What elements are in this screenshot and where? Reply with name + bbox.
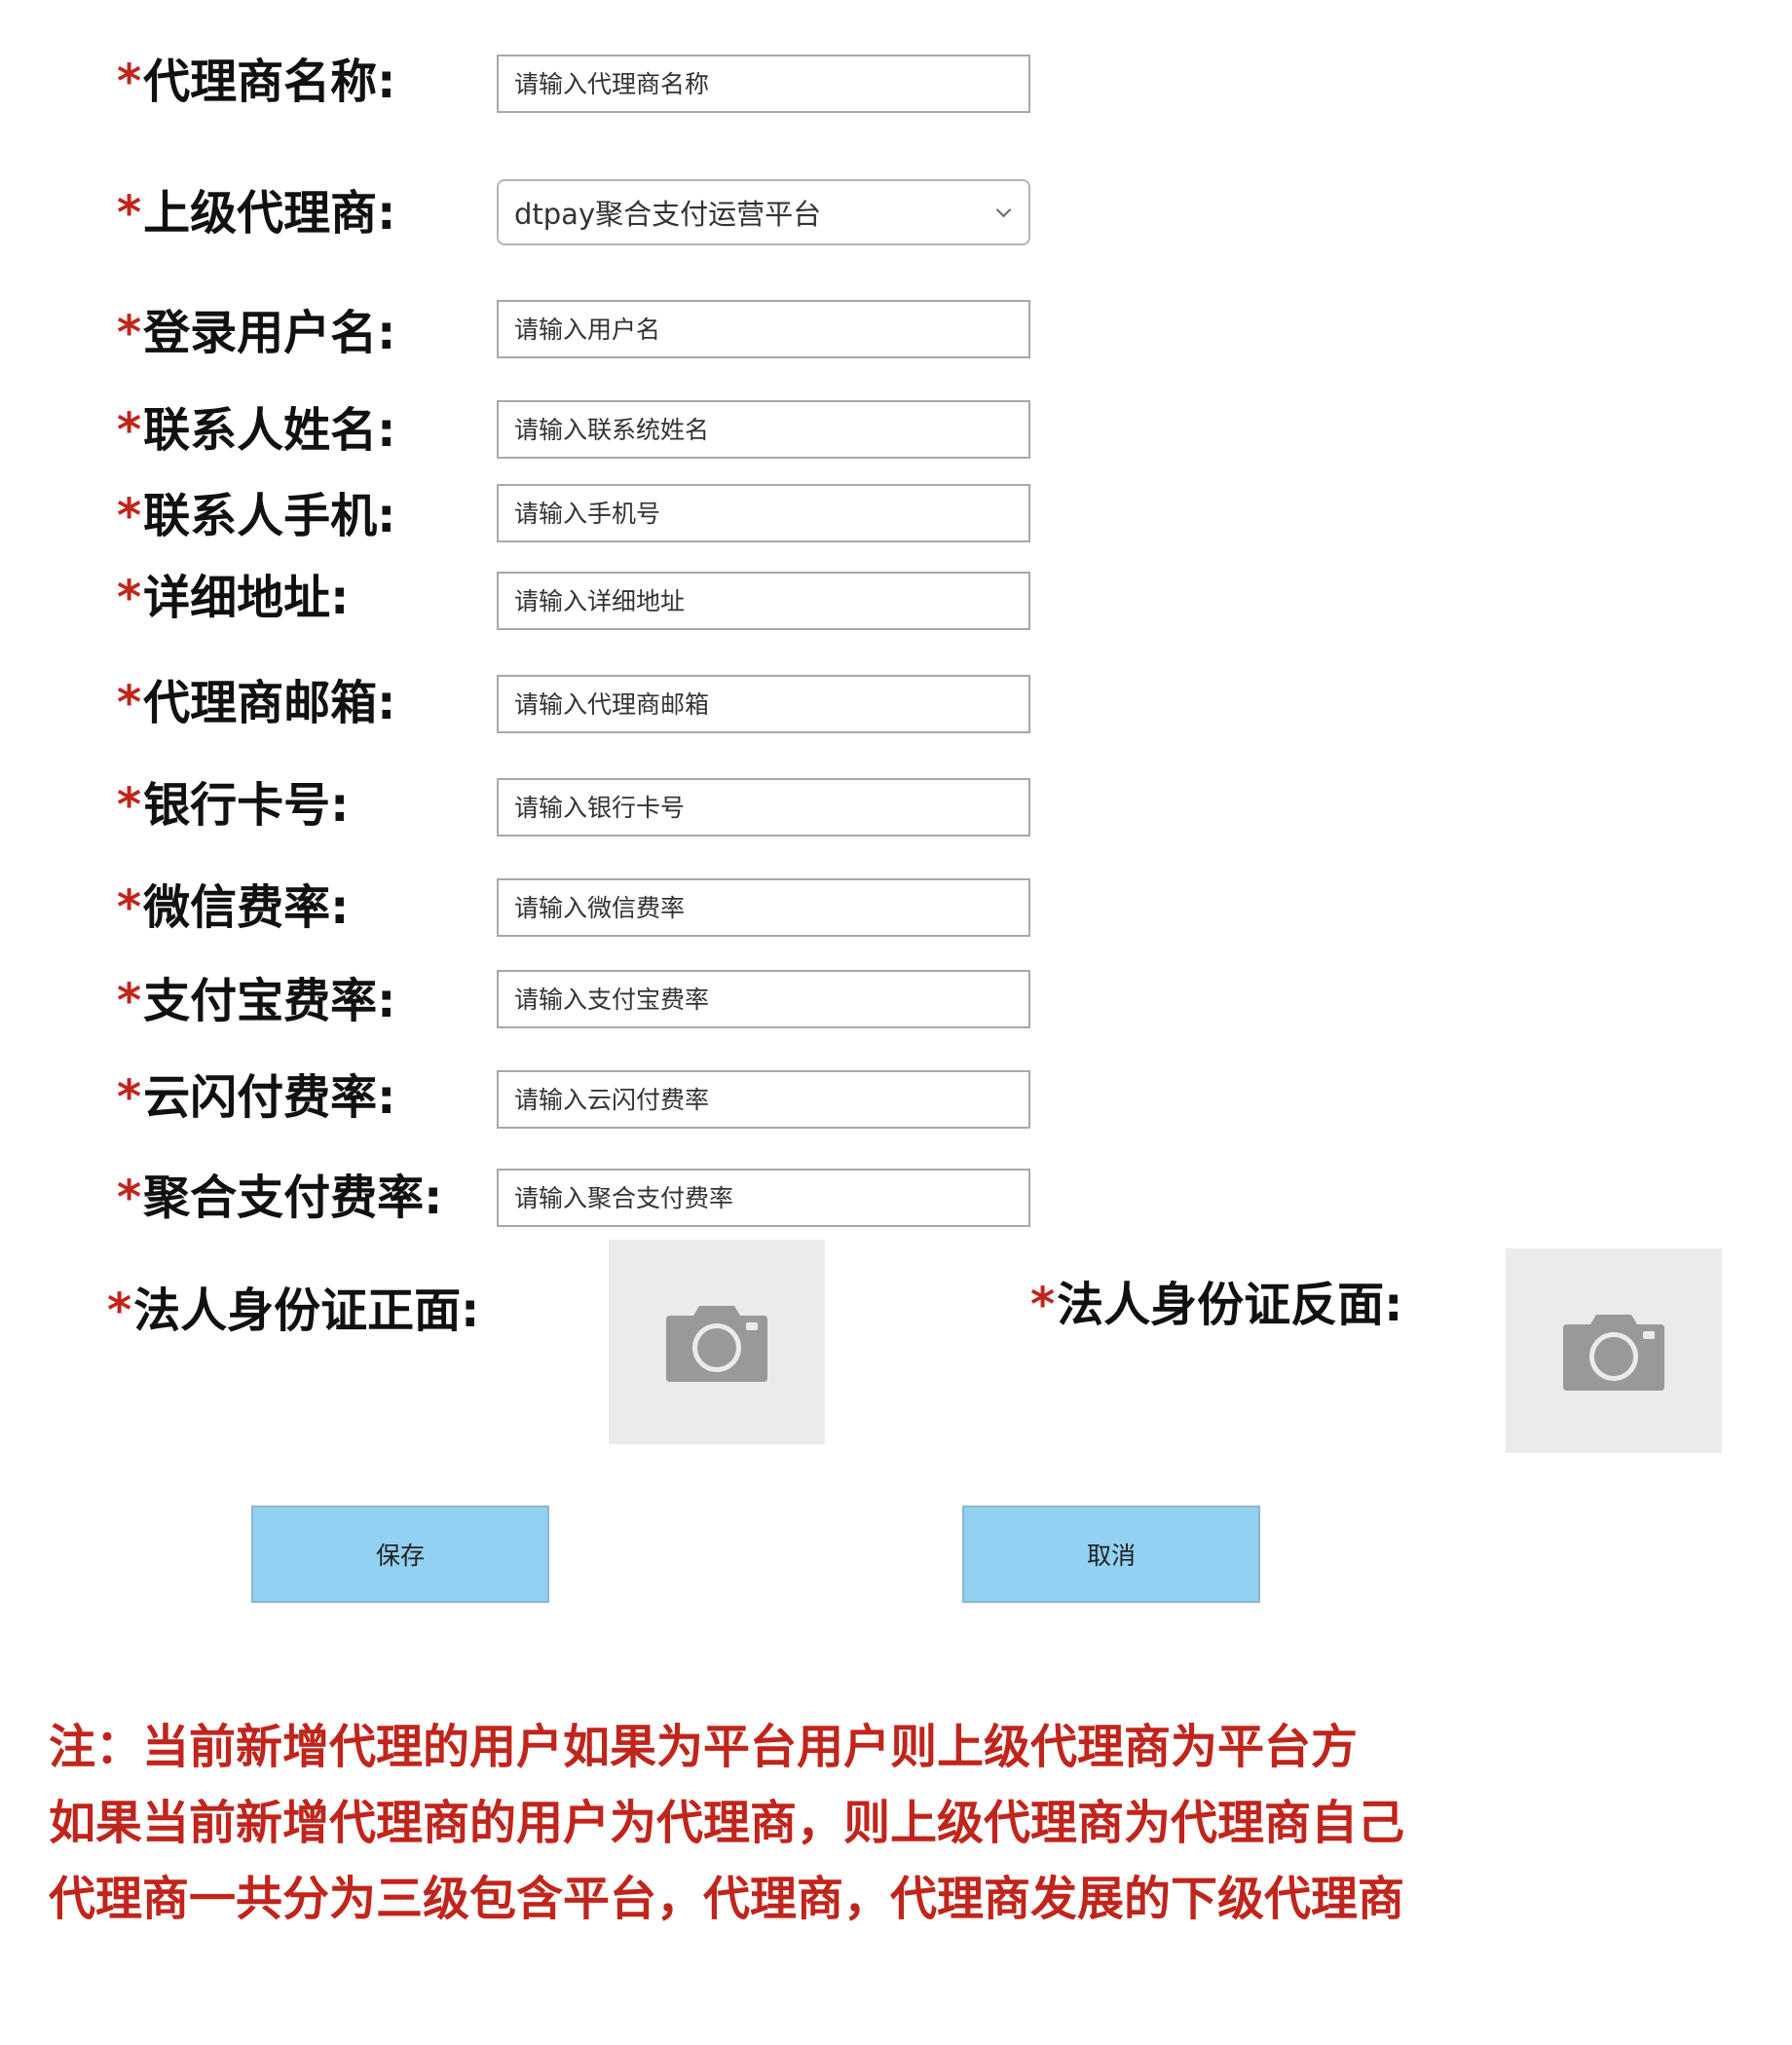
agent-name-label: *代理商名称: — [117, 58, 395, 105]
id-back-label: *法人身份证反面: — [1030, 1282, 1402, 1328]
login-username-label: *登录用户名: — [117, 310, 395, 356]
agent-name-input[interactable] — [497, 55, 1030, 113]
contact-phone-input[interactable] — [497, 484, 1030, 542]
parent-agent-label-text: 上级代理商: — [143, 186, 396, 241]
note-line-2: 如果当前新增代理商的用户为代理商，则上级代理商为代理商自己 — [49, 1796, 1405, 1850]
address-label-text: 详细地址: — [143, 571, 350, 625]
wechat-rate-label: *微信费率: — [117, 884, 349, 931]
bank-card-label-text: 银行卡号: — [143, 778, 350, 833]
note-line-1: 注：当前新增代理的用户如果为平台用户则上级代理商为平台方 — [49, 1720, 1359, 1774]
login-username-label-text: 登录用户名: — [143, 306, 396, 360]
required-mark: * — [117, 1070, 142, 1125]
required-mark: * — [117, 489, 142, 543]
id-front-upload[interactable] — [609, 1240, 825, 1444]
bank-card-input[interactable] — [497, 778, 1030, 837]
unionpay-rate-label: *云闪付费率: — [117, 1074, 395, 1121]
wechat-rate-input[interactable] — [497, 878, 1030, 937]
parent-agent-select-value: dtpay聚合支付运营平台 — [514, 198, 822, 231]
note-line-3: 代理商一共分为三级包含平台，代理商，代理商发展的下级代理商 — [49, 1872, 1405, 1926]
id-back-label-text: 法人身份证反面: — [1057, 1278, 1403, 1332]
unionpay-rate-input[interactable] — [497, 1070, 1030, 1129]
alipay-rate-label: *支付宝费率: — [117, 978, 395, 1024]
required-mark: * — [117, 306, 142, 360]
required-mark: * — [117, 880, 142, 935]
login-username-input[interactable] — [497, 300, 1030, 358]
unionpay-rate-label-text: 云闪付费率: — [143, 1070, 396, 1125]
agent-name-label-text: 代理商名称: — [143, 55, 396, 109]
required-mark: * — [1030, 1278, 1056, 1332]
required-mark: * — [107, 1283, 132, 1338]
parent-agent-select[interactable]: dtpay聚合支付运营平台 — [497, 179, 1030, 245]
required-mark: * — [117, 974, 142, 1028]
id-front-label: *法人身份证正面: — [107, 1287, 479, 1334]
address-input[interactable] — [497, 572, 1030, 630]
required-mark: * — [117, 186, 142, 241]
required-mark: * — [117, 571, 142, 625]
contact-name-input[interactable] — [497, 400, 1030, 459]
required-mark: * — [117, 403, 142, 458]
id-front-label-text: 法人身份证正面: — [133, 1283, 480, 1338]
agent-email-label-text: 代理商邮箱: — [143, 676, 396, 730]
parent-agent-label: *上级代理商: — [117, 190, 395, 237]
address-label: *详细地址: — [117, 575, 349, 621]
camera-icon — [1563, 1315, 1664, 1391]
aggregate-rate-label-text: 聚合支付费率: — [143, 1171, 443, 1225]
cancel-button[interactable]: 取消 — [962, 1506, 1260, 1603]
required-mark: * — [117, 778, 142, 833]
wechat-rate-label-text: 微信费率: — [143, 880, 350, 935]
camera-icon — [666, 1306, 767, 1382]
required-mark: * — [117, 676, 142, 730]
agent-email-input[interactable] — [497, 675, 1030, 733]
required-mark: * — [117, 55, 142, 109]
chevron-down-icon — [995, 202, 1012, 217]
required-mark: * — [117, 1171, 142, 1225]
contact-name-label-text: 联系人姓名: — [143, 403, 396, 458]
contact-phone-label-text: 联系人手机: — [143, 489, 396, 543]
contact-phone-label: *联系人手机: — [117, 493, 395, 539]
bank-card-label: *银行卡号: — [117, 782, 349, 829]
aggregate-rate-label: *聚合支付费率: — [117, 1174, 442, 1221]
alipay-rate-input[interactable] — [497, 970, 1030, 1028]
aggregate-rate-input[interactable] — [497, 1169, 1030, 1227]
agent-email-label: *代理商邮箱: — [117, 680, 395, 726]
save-button[interactable]: 保存 — [251, 1506, 549, 1603]
contact-name-label: *联系人姓名: — [117, 407, 395, 454]
id-back-upload[interactable] — [1506, 1248, 1722, 1453]
alipay-rate-label-text: 支付宝费率: — [143, 974, 396, 1028]
